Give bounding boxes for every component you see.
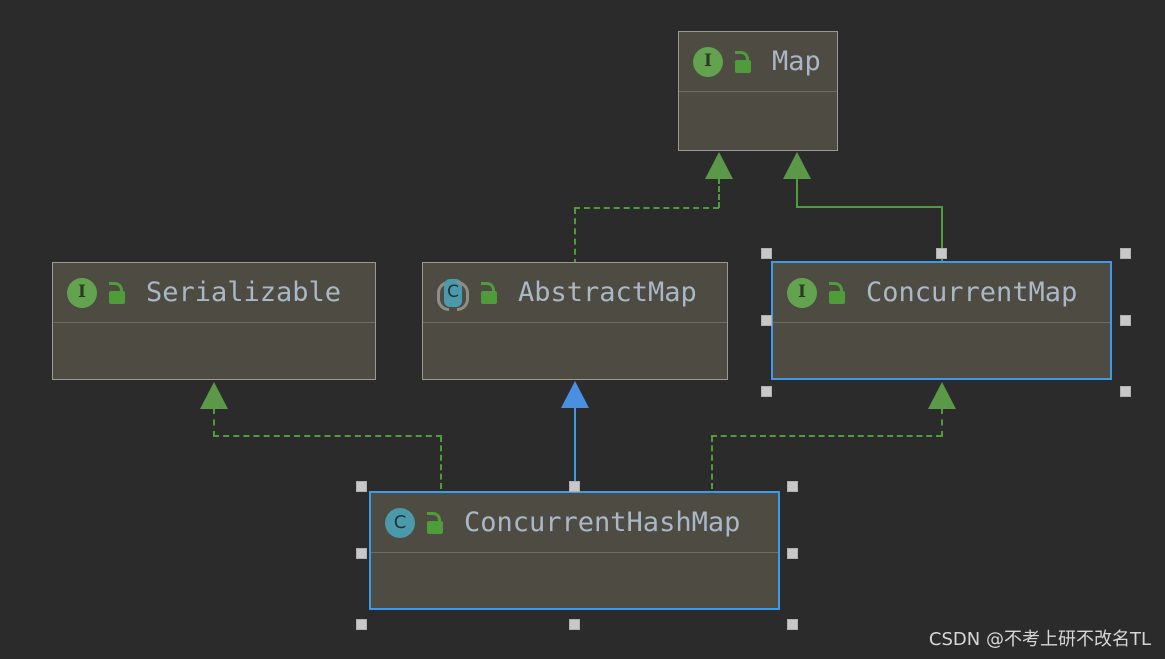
unlocked-padlock-icon xyxy=(478,280,500,306)
class-icon xyxy=(385,507,415,538)
uml-node-abstractmap[interactable]: AbstractMap xyxy=(422,262,728,380)
abstract-class-icon xyxy=(437,278,469,311)
uml-node-concurrenthashmap-members xyxy=(371,553,778,611)
uml-node-serializable-title: Serializable xyxy=(146,277,342,308)
uml-node-concurrentmap-title: ConcurrentMap xyxy=(866,277,1078,308)
resize-handle-se[interactable] xyxy=(1120,386,1131,397)
uml-node-abstractmap-header: AbstractMap xyxy=(423,263,727,323)
uml-node-concurrenthashmap-header: ConcurrentHashMap xyxy=(371,493,778,553)
resize-handle-n[interactable] xyxy=(569,481,580,492)
uml-node-concurrentmap-header: ConcurrentMap xyxy=(773,263,1110,323)
uml-node-serializable-header: Serializable xyxy=(53,263,375,323)
uml-node-abstractmap-members xyxy=(423,323,727,381)
uml-node-abstractmap-title: AbstractMap xyxy=(518,277,697,308)
resize-handle-w[interactable] xyxy=(761,315,772,326)
uml-node-concurrentmap[interactable]: ConcurrentMap xyxy=(771,261,1112,380)
edge-abstractmap-to-map-stem xyxy=(718,178,720,208)
unlocked-padlock-icon xyxy=(106,280,128,306)
arrow-abstractmap-to-map xyxy=(705,152,733,179)
uml-node-map-title: Map xyxy=(772,46,821,77)
edge-chm-to-serializable-horizontal xyxy=(213,435,442,437)
edge-concurrentmap-to-map-horizontal xyxy=(796,206,943,208)
arrow-concurrentmap-to-map xyxy=(783,152,811,179)
resize-handle-e[interactable] xyxy=(1120,315,1131,326)
resize-handle-nw[interactable] xyxy=(761,248,772,259)
uml-node-serializable[interactable]: Serializable xyxy=(52,262,376,380)
uml-node-concurrenthashmap-title: ConcurrentHashMap xyxy=(464,507,741,538)
edge-abstractmap-to-map-riser xyxy=(574,208,576,265)
edge-abstractmap-to-map-horizontal xyxy=(574,207,719,209)
edge-chm-to-abstractmap-stem xyxy=(574,407,576,489)
edge-concurrentmap-to-map-stem xyxy=(796,178,798,208)
unlocked-padlock-icon xyxy=(732,49,754,75)
resize-handle-sw[interactable] xyxy=(761,386,772,397)
resize-handle-sw[interactable] xyxy=(356,619,367,630)
uml-node-concurrenthashmap[interactable]: ConcurrentHashMap xyxy=(369,491,780,610)
resize-handle-nw[interactable] xyxy=(356,481,367,492)
interface-icon xyxy=(787,277,817,308)
resize-handle-ne[interactable] xyxy=(1120,248,1131,259)
resize-handle-ne[interactable] xyxy=(787,481,798,492)
unlocked-padlock-icon xyxy=(826,280,848,306)
edge-concurrentmap-to-map-riser xyxy=(941,207,943,263)
resize-handle-w[interactable] xyxy=(356,548,367,559)
resize-handle-n[interactable] xyxy=(936,248,947,259)
uml-node-concurrentmap-members xyxy=(773,323,1110,381)
arrow-chm-to-abstractmap xyxy=(561,381,589,408)
interface-icon xyxy=(67,277,97,308)
resize-handle-se[interactable] xyxy=(787,619,798,630)
uml-node-serializable-members xyxy=(53,323,375,381)
edge-chm-to-serializable-riser xyxy=(440,436,442,489)
edge-chm-to-concurrentmap-riser xyxy=(711,436,713,489)
edge-chm-to-concurrentmap-horizontal xyxy=(711,435,942,437)
resize-handle-s[interactable] xyxy=(569,619,580,630)
uml-node-map-members xyxy=(679,92,837,150)
unlocked-padlock-icon xyxy=(424,510,446,536)
uml-node-map-header: Map xyxy=(679,32,837,92)
csdn-watermark: CSDN @不考上研不改名TL xyxy=(928,629,1151,650)
arrow-chm-to-serializable xyxy=(200,382,228,409)
arrow-chm-to-concurrentmap xyxy=(928,382,956,409)
resize-handle-e[interactable] xyxy=(787,548,798,559)
uml-node-map[interactable]: Map xyxy=(678,31,838,151)
interface-icon xyxy=(693,46,723,77)
edge-chm-to-concurrentmap-stem xyxy=(941,408,943,437)
edge-chm-to-serializable-stem xyxy=(213,408,215,437)
